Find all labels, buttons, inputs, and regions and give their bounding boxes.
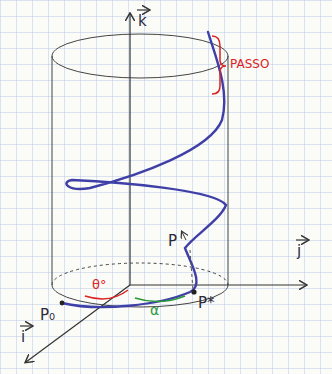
alpha-arc	[135, 296, 185, 302]
projection-line	[190, 250, 193, 291]
theta-arc	[85, 290, 128, 299]
helix	[62, 32, 226, 307]
axes	[20, 10, 308, 362]
axis-label: j	[297, 244, 301, 259]
pitch-label: PASSO	[230, 58, 269, 70]
pitch-bracket	[212, 36, 226, 94]
cylinder	[52, 34, 228, 307]
point-dot	[191, 289, 196, 294]
point-arrow	[182, 232, 186, 240]
angle-label: α	[150, 303, 159, 317]
axis-label: i	[21, 330, 25, 345]
point-label: P*	[198, 296, 215, 311]
point-label: P	[168, 234, 177, 249]
angle-label: θ°	[92, 278, 106, 291]
point-label: P₀	[40, 308, 55, 323]
point-dot	[60, 301, 65, 306]
axis-label: k	[138, 14, 147, 29]
